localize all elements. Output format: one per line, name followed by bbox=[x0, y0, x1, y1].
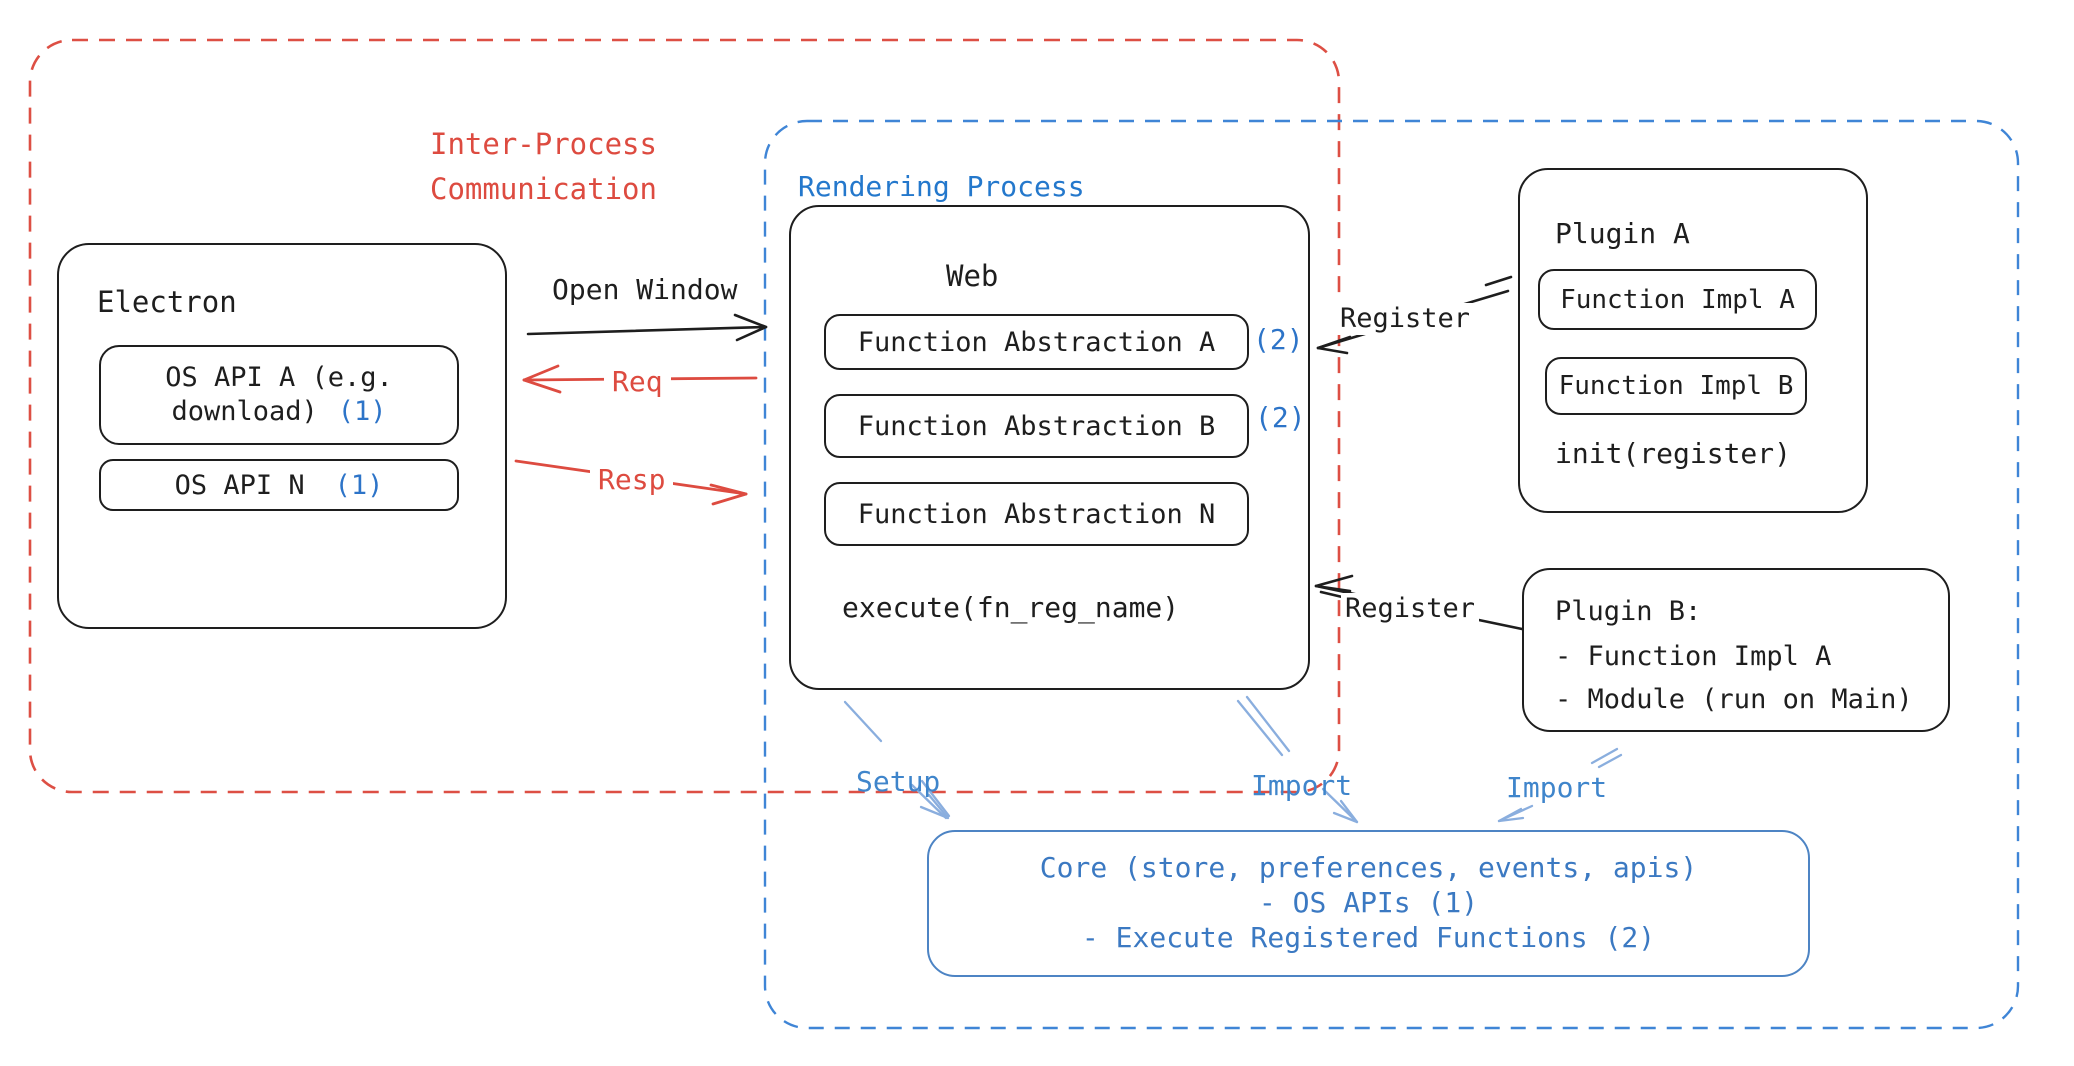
function-abstraction-n-box: Function Abstraction N bbox=[824, 482, 1249, 546]
req-label: Req bbox=[604, 365, 671, 399]
os-api-n-num: (1) bbox=[334, 469, 384, 501]
os-api-n-label: OS API N bbox=[174, 469, 305, 501]
function-abstraction-b-box: Function Abstraction B bbox=[824, 394, 1249, 458]
core-line2: - OS APIs (1) bbox=[1258, 886, 1479, 919]
os-api-a-line1: OS API A (e.g. bbox=[165, 362, 393, 393]
ipc-label: Inter-Process Communication bbox=[430, 122, 657, 212]
init-register-label: init(register) bbox=[1555, 437, 1792, 470]
ipc-boundary-outline bbox=[28, 38, 1341, 794]
execute-call-label: execute(fn_reg_name) bbox=[842, 591, 1180, 624]
setup-label: Setup bbox=[856, 765, 941, 798]
os-api-n-box: OS API N (1) bbox=[99, 459, 459, 511]
resp-label: Resp bbox=[590, 463, 674, 497]
register-top-label: Register bbox=[1336, 303, 1475, 335]
register-bottom-label: Register bbox=[1341, 593, 1480, 625]
import-right-label: Import bbox=[1506, 771, 1608, 804]
function-abstraction-a-num: (2) bbox=[1253, 323, 1304, 356]
function-abstraction-b-num: (2) bbox=[1255, 401, 1306, 434]
ipc-label-line1: Inter-Process bbox=[430, 127, 657, 161]
ipc-label-line2: Communication bbox=[430, 172, 657, 206]
plugin-a-title: Plugin A bbox=[1555, 217, 1690, 250]
plugin-b-item1: - Function Impl A bbox=[1555, 641, 1832, 672]
plugin-a-box: Plugin A Function Impl A Function Impl B… bbox=[1518, 168, 1868, 513]
core-line1: Core (store, preferences, events, apis) bbox=[1039, 851, 1698, 884]
import-center-label: Import bbox=[1251, 769, 1353, 802]
function-impl-a-box: Function Impl A bbox=[1538, 269, 1817, 330]
plugin-b-item2: - Module (run on Main) bbox=[1555, 684, 1913, 715]
core-box: Core (store, preferences, events, apis) … bbox=[927, 830, 1810, 977]
plugin-b-box: Plugin B: - Function Impl A - Module (ru… bbox=[1522, 568, 1950, 732]
import-right-arrow bbox=[1497, 747, 1623, 823]
web-box: Web Function Abstraction A (2) Function … bbox=[789, 205, 1310, 690]
rendering-process-label: Rendering Process bbox=[798, 170, 1085, 203]
plugin-b-title: Plugin B: bbox=[1555, 596, 1702, 627]
electron-title: Electron bbox=[97, 285, 237, 319]
os-api-a-num: (1) bbox=[337, 396, 387, 427]
web-title: Web bbox=[946, 259, 999, 293]
open-window-arrow bbox=[526, 313, 768, 342]
setup-arrow bbox=[843, 700, 951, 820]
function-impl-b-box: Function Impl B bbox=[1545, 357, 1807, 415]
core-line3: - Execute Registered Functions (2) bbox=[1081, 921, 1656, 954]
function-abstraction-a-box: Function Abstraction A bbox=[824, 314, 1249, 370]
os-api-a-box: OS API A (e.g. download)(1) bbox=[99, 345, 459, 445]
import-center-arrow bbox=[1236, 695, 1359, 824]
open-window-label: Open Window bbox=[552, 273, 738, 306]
rendering-boundary-outline bbox=[763, 119, 2020, 1030]
electron-box: Electron OS API A (e.g. download)(1) OS … bbox=[57, 243, 507, 629]
os-api-a-line2: download)(1) bbox=[171, 396, 387, 427]
